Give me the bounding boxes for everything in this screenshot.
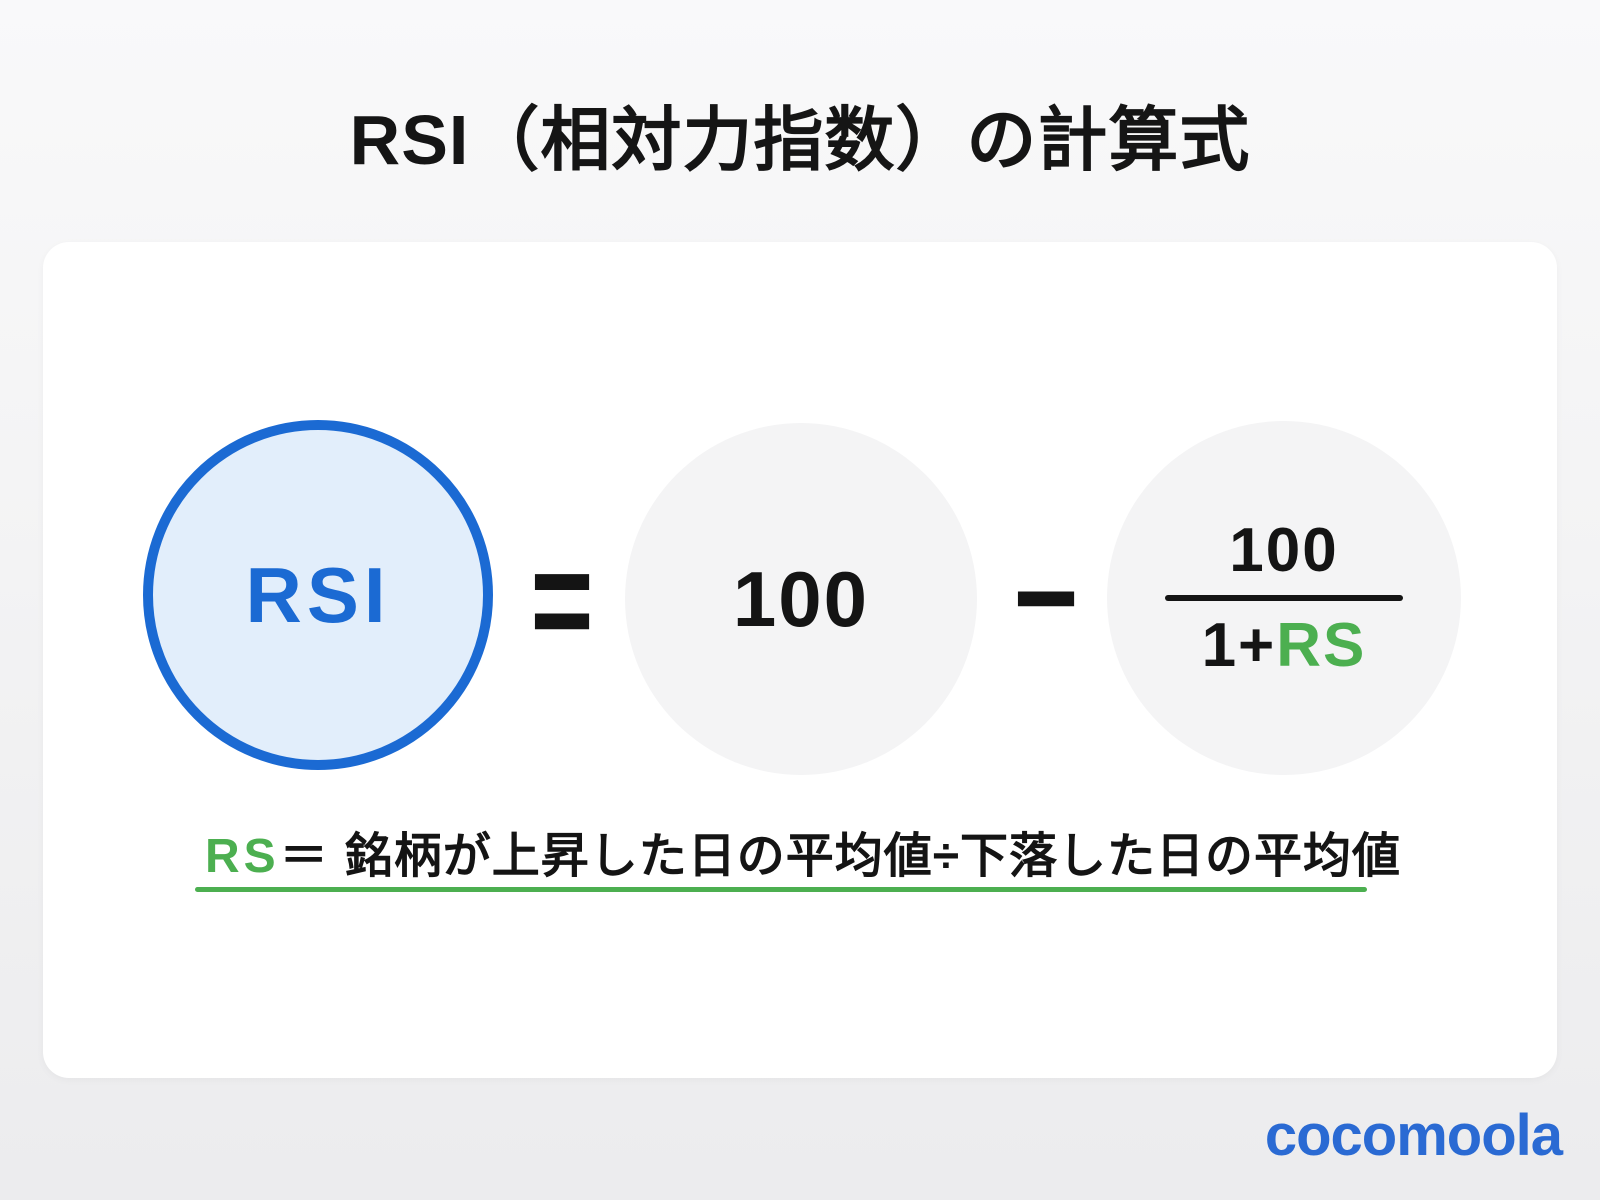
fraction-circle: 100 1+RS [1107, 421, 1461, 775]
fraction-numerator: 100 [1229, 515, 1339, 585]
fraction: 100 1+RS [1165, 515, 1403, 682]
denominator-constant: 1+ [1201, 611, 1277, 680]
rs-note-equals: ＝ [279, 830, 329, 883]
rsi-label: RSI [245, 550, 391, 639]
rs-note-definition: 銘柄が上昇した日の平均値÷下落した日の平均値 [344, 830, 1402, 883]
value-100-label: 100 [732, 554, 870, 643]
fraction-denominator: 1+RS [1202, 610, 1367, 681]
value-100-circle: 100 [625, 423, 977, 775]
cocomoola-logo: cocomoola [1264, 1103, 1563, 1168]
page-title: RSI（相対力指数）の計算式 [349, 101, 1251, 179]
equals-sign: = [530, 517, 594, 681]
rs-note-variable: RS [205, 830, 280, 883]
fraction-divider-line [1165, 595, 1403, 601]
denominator-rs-variable: RS [1276, 611, 1367, 680]
green-underline [195, 887, 1367, 892]
minus-sign: − [1013, 522, 1079, 673]
rs-definition-note: RS＝ 銘柄が上昇した日の平均値÷下落した日の平均値 [205, 816, 1401, 886]
formula-card: RSI = 100 − 100 1+RS RS＝銘柄が上昇した日の平均値÷下落し… [43, 242, 1557, 1078]
rsi-circle: RSI [143, 420, 493, 770]
